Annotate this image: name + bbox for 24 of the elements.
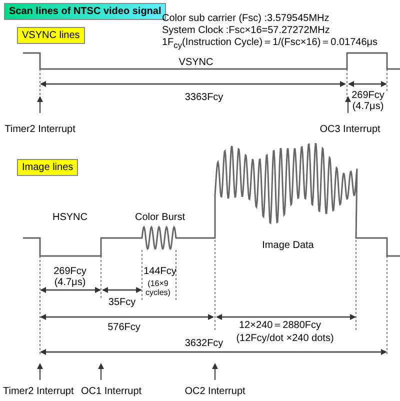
timing-label: (16×9 cycles) [144, 279, 172, 297]
section-tag: Image lines [17, 159, 78, 176]
timing-label: Color sub carrier (Fsc) :3.579545MHz [162, 13, 330, 24]
timing-label: Image Data [262, 240, 314, 251]
timing-label: 1F$_{cy}$(Instruction Cycle)＝1/(Fsc×16)＝0.01746μs [162, 37, 378, 51]
timing-label: 3632Fcy [184, 338, 224, 349]
timing-label: Color Burst [135, 212, 185, 223]
timing-label: OC3 Interrupt [320, 124, 380, 135]
timing-label: 269Fcy (4.7μs) [350, 90, 386, 112]
timing-label: 144Fcy [144, 266, 176, 277]
timing-label: 12×240＝2880Fcy [239, 320, 321, 331]
timing-label: OC2 Interrupt [184, 386, 246, 397]
timing-label: 269Fcy (4.7μs) [52, 266, 88, 288]
timing-label: HSYNC [52, 212, 88, 223]
timing-label: (12Fcy/dot ×240 dots) [236, 333, 334, 344]
section-tag: VSYNC lines [17, 27, 85, 44]
timing-label: Timer2 Interrupt [4, 124, 76, 135]
timing-label: 3363Fcy [184, 92, 224, 103]
timing-label: Timer2 Interrupt [3, 386, 74, 397]
timing-label: System Clock :Fsc×16=57.27272MHz [162, 25, 330, 36]
timing-label: VSYNC [178, 57, 214, 68]
timing-label: OC1 Interrupt [81, 386, 142, 397]
timing-label: 576Fcy [108, 322, 140, 333]
timing-label: 35Fcy [108, 297, 136, 308]
